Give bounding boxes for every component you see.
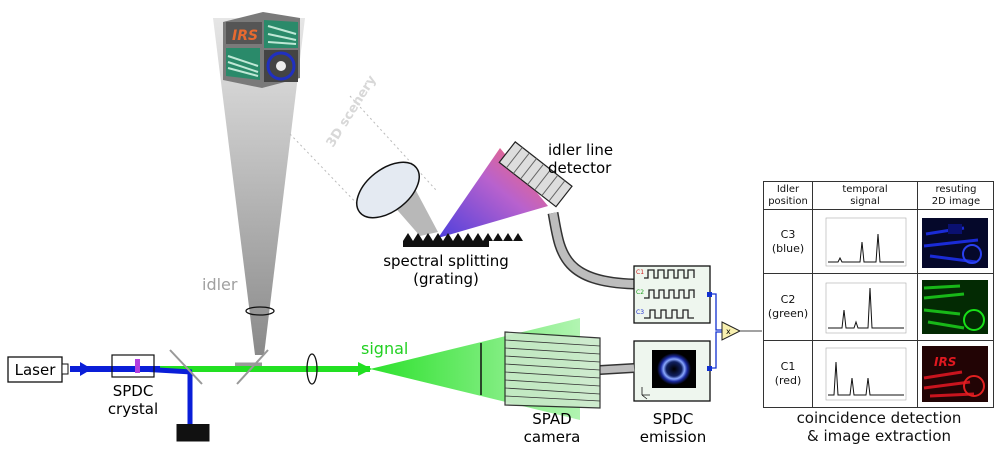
dichroic-mirror-2 <box>236 349 269 385</box>
channel-c3-tag: C3 <box>636 309 644 316</box>
grating-label-line2: (grating) <box>413 270 479 288</box>
spdc-crystal <box>111 354 155 378</box>
dichroic-mirror-1 <box>169 349 203 385</box>
beam-dump <box>176 424 210 442</box>
crystal-label-line1: SPDC <box>113 382 154 400</box>
collection-optic <box>356 161 420 219</box>
image-thumb-logo: IRS <box>934 355 956 369</box>
detector-label-line2: detector <box>548 159 612 177</box>
grating <box>403 233 523 247</box>
grating-label-line1: spectral splitting <box>383 252 509 270</box>
table-row-label: C3(blue) <box>771 227 805 255</box>
multiplier <box>721 321 742 341</box>
signal-label: signal <box>361 339 408 358</box>
scenery-guide-line <box>289 133 366 213</box>
signal-lens <box>306 353 318 385</box>
signal-focus-arrow <box>358 362 372 376</box>
spad-label-line1: SPAD <box>532 410 571 428</box>
emission-label-line2: emission <box>640 428 707 446</box>
scene-object: IRS <box>223 12 300 88</box>
channel-c2-tag: C2 <box>636 289 644 296</box>
idler-lens <box>245 306 275 316</box>
image-thumb-red: IRS <box>922 346 988 402</box>
pump-residual <box>139 366 193 375</box>
emission-monitor <box>633 340 712 402</box>
scene-logo: IRS <box>232 28 258 44</box>
signal-plot <box>825 347 907 401</box>
detector-label-line1: idler line <box>548 141 613 159</box>
table-row-label: C1(red) <box>774 360 802 387</box>
wire-osc <box>712 293 722 331</box>
crystal-tint <box>135 359 140 373</box>
image-thumb-blue <box>922 218 988 268</box>
table-graphics: IRS <box>825 217 988 402</box>
emission-label-line1: SPDC <box>653 410 694 428</box>
table-row-label: C2(green) <box>767 293 809 320</box>
spectral-fan <box>438 148 548 238</box>
spad-label-line2: camera <box>524 428 581 446</box>
idler-line-detector <box>498 141 573 208</box>
signal-plot <box>825 217 907 267</box>
signal-plot <box>825 282 907 334</box>
scenery-guide-line <box>349 95 437 191</box>
coincidence-caption-line2: & image extraction <box>806 427 952 445</box>
oscilloscope: C1 C2 C3 <box>633 265 712 324</box>
image-thumb-green <box>922 280 988 334</box>
pump-arrow <box>80 362 92 376</box>
idler-label: idler <box>202 275 238 294</box>
scenery-label: 3D scenery <box>324 73 380 151</box>
crystal-label-line2: crystal <box>108 400 158 418</box>
multiplier-symbol: x <box>726 327 731 336</box>
idler-beam-cone <box>213 18 305 355</box>
spad-camera <box>504 331 601 409</box>
channel-c1-tag: C1 <box>636 269 644 276</box>
laser-label: Laser <box>15 361 57 379</box>
wire-emission <box>712 331 722 369</box>
coincidence-caption-line1: coincidence detection <box>796 409 962 427</box>
